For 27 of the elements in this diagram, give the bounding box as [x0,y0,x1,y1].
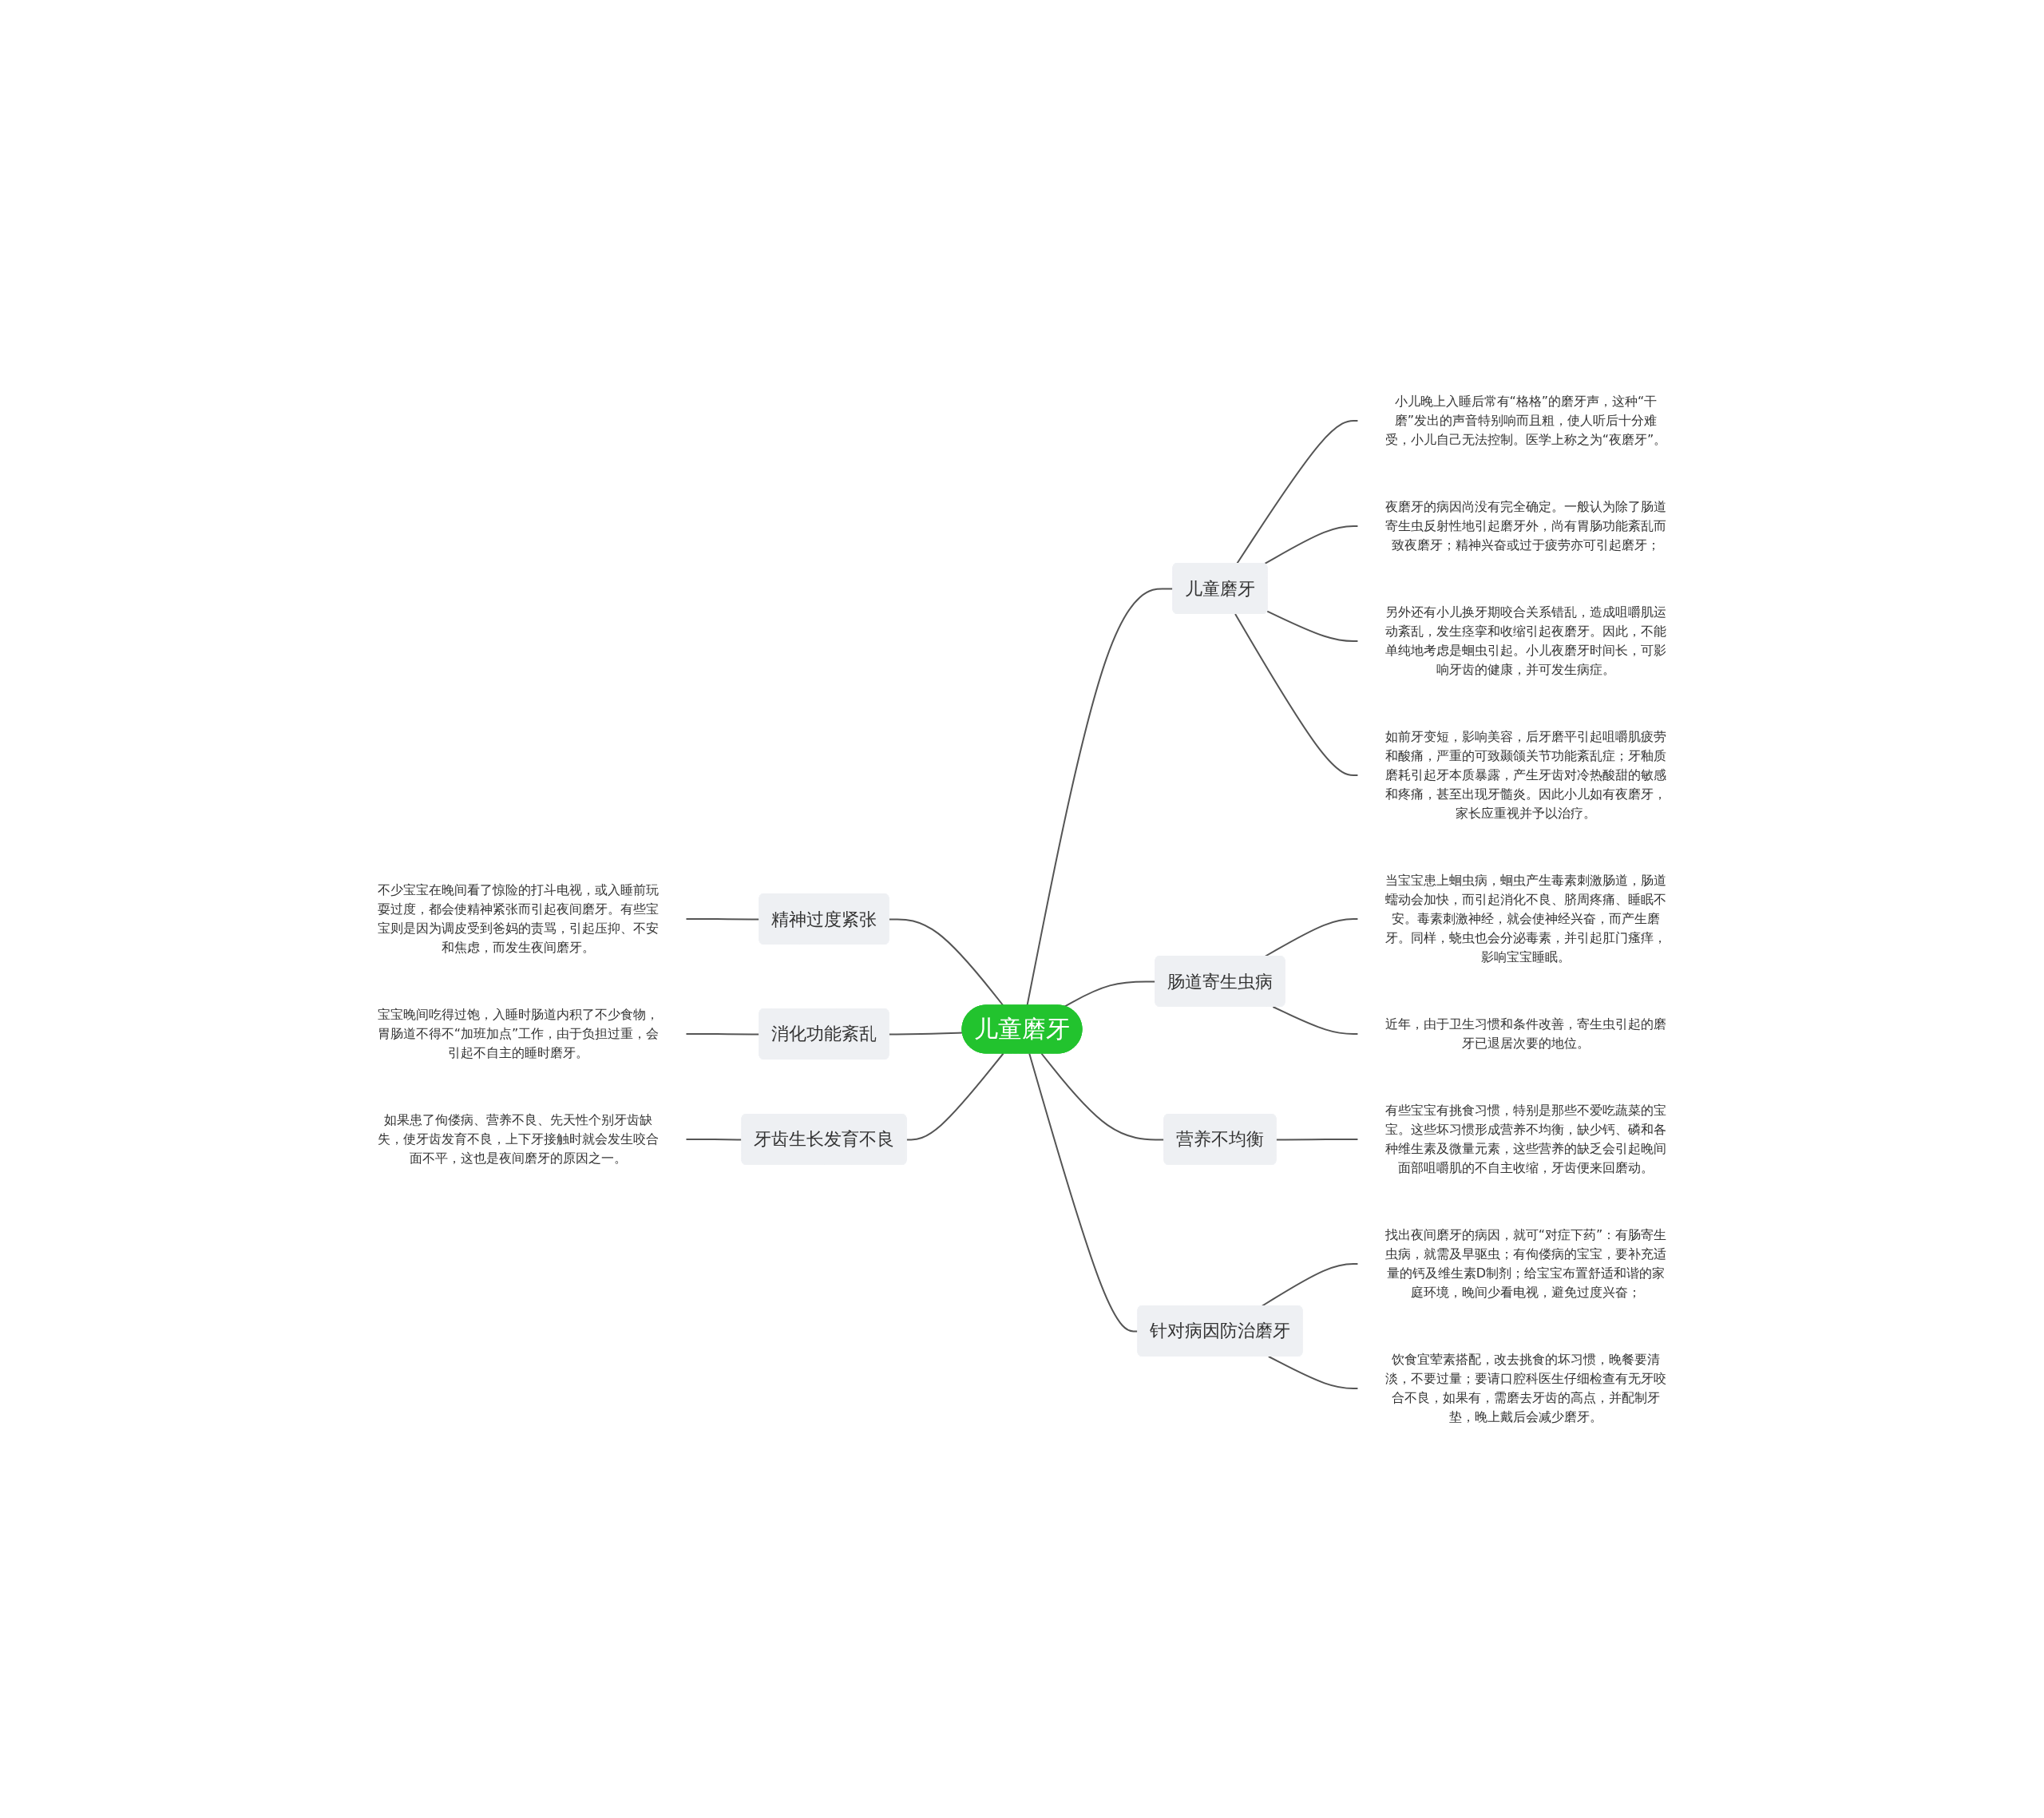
connector [1234,612,1359,776]
connector [685,1032,761,1035]
connector [1236,419,1359,564]
node-text: 有些宝宝有挑食习惯，特别是那些不爱吃蔬菜的宝宝。这些坏习惯形成营养不均衡，缺少钙、磷和各种维生素及微量元素，这些营养的缺乏会引起晚间面部咀嚼肌的不自主收缩，牙齿便来回磨动。 [1384,1102,1666,1175]
node-text: 另外还有小儿换牙期咬合关系错乱，造成咀嚼肌运动紊乱，发生痉挛和收缩引起夜磨牙。因此，不能单纯地考虑是蛔虫引起。小儿夜磨牙时间长，可影响牙齿的健康，并可发生病症。 [1384,604,1666,677]
node-text: 近年，由于卫生习惯和条件改善，寄生虫引起的磨牙已退居次要的地位。 [1384,1016,1666,1051]
node-text: 小儿晚上入睡后常有“格格”的磨牙声，这种“干磨”发出的声音特别响而且粗，使人听后十分难受，小儿自己无法控制。医学上称之为“夜磨牙”。 [1384,393,1667,447]
node-text: 宝宝晚间吃得过饱，入睡时肠道内积了不少食物，胃肠道不得不“加班加点”工作，由于负担过重，会引起不自主的睡时磨牙。 [377,1006,660,1060]
connector [1263,525,1359,564]
connector [888,1032,964,1035]
connector [1266,610,1359,642]
connector [685,917,761,920]
node-text: 不少宝宝在晚间看了惊险的打斗电视，或入睡前玩耍过度，都会使精神紧张而引起夜间磨牙。有些宝宝则是因为调皮受到爸妈的责骂，引起压抑、不安和焦虑，而发生夜间磨牙。 [378,881,660,955]
connector [1264,917,1359,957]
node-text: 夜磨牙的病因尚没有完全确定。一般认为除了肠道寄生虫反射性地引起磨牙外，尚有胃肠功能紊乱而致夜磨牙；精神兴奋或过于疲劳亦可引起磨牙； [1384,498,1666,553]
node-text: 找出夜间磨牙的病因，就可“对症下药”：有肠寄生虫病，就需及早驱虫；有佝偻病的宝宝，要补充适量的钙及维生素D制剂；给宝宝布置舒适和谐的家庭环境，晚间少看电视，避免过度兴奋； [1384,1226,1667,1300]
node-text: 如前牙变短，影响美容，后牙磨平引起咀嚼肌疲劳和酸痛，严重的可致颞颌关节功能紊乱症；牙釉质磨耗引起牙本质暴露，产生牙齿对冷热酸甜的敏感和疼痛，甚至出现牙髓炎。因此小儿如有夜磨牙，家长应重视并予以治疗。 [1384,728,1666,821]
connector [905,1052,1004,1140]
node-text: 如果患了佝偻病、营养不良、先天性个别牙齿缺失，使牙齿发育不良，上下牙接触时就会发生咬合面不平，这也是夜间磨牙的原因之一。 [378,1111,660,1166]
connector [1267,1355,1359,1389]
connector [1261,1262,1359,1307]
connector [888,917,1004,1006]
connector [685,1138,743,1140]
connector [1272,1005,1359,1035]
node-text: 饮食宜荤素搭配，改去挑食的坏习惯，晚餐要清淡，不要过量；要请口腔科医生仔细检查有无牙咬合不良，如果有，需磨去牙齿的高点，并配制牙垫，晚上戴后会减少磨牙。 [1384,1351,1666,1424]
connector [1275,1138,1359,1140]
node-text: 当宝宝患上蛔虫病，蛔虫产生毒素刺激肠道，肠道蠕动会加快，而引起消化不良、脐周疼痛、睡眠不安。毒素刺激神经，就会使神经兴奋，而产生磨牙。同样，蛲虫也会分泌毒素，并引起肛门瘙痒，影响宝宝睡眠。 [1384,872,1666,964]
